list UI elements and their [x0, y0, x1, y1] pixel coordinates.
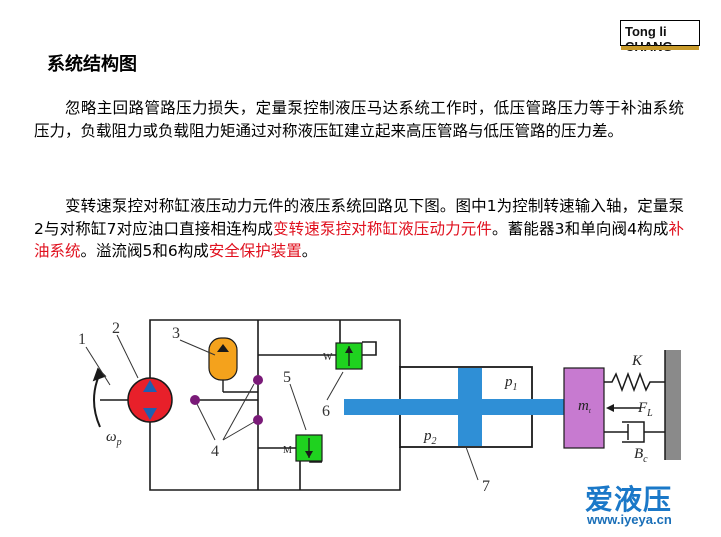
paragraph-1: 忽略主回路管路压力损失，定量泵控制液压马达系统工作时，低压管路压力等于补油系统压…	[34, 99, 684, 140]
valve-m-label: M	[283, 445, 292, 456]
label-6: 6	[322, 403, 330, 420]
damper-symbol	[604, 421, 665, 443]
paragraph-2: 变转速泵控对称缸液压动力元件的液压系统回路见下图。图中1为控制转速输入轴，定量泵…	[34, 195, 684, 263]
label-3: 3	[172, 325, 180, 342]
valve-w-label: W	[323, 352, 333, 363]
hydraulic-circuit-diagram: W M 1 2 3	[78, 319, 681, 495]
label-5: 5	[283, 369, 291, 386]
accumulator-symbol	[208, 337, 238, 392]
load-mass	[563, 367, 605, 449]
force-label: FL	[637, 400, 653, 419]
para2-text-2: 。蓄能器3和单向阀4构成	[492, 219, 669, 238]
spring-symbol	[604, 371, 665, 393]
label-2: 2	[112, 320, 120, 337]
p1-label: p1	[504, 374, 518, 393]
para2-highlight-power-element: 变转速泵控对称缸液压动力元件	[273, 219, 493, 238]
label-1: 1	[78, 331, 86, 348]
omega-label: ωp	[106, 429, 122, 448]
label-4: 4	[211, 443, 219, 460]
para2-text-3: 。溢流阀5和6构成	[80, 242, 209, 260]
input-shaft	[92, 367, 130, 428]
logo-underline	[621, 46, 699, 50]
relief-valve-6	[335, 342, 363, 370]
damper-label: Bc	[634, 446, 648, 465]
relief-valve-5	[295, 434, 323, 462]
para2-text-4: 。	[301, 242, 318, 260]
mass-label: mt	[578, 398, 592, 415]
p2-label: p2	[423, 428, 437, 447]
symmetric-cylinder	[344, 366, 564, 448]
fixed-wall	[664, 350, 681, 460]
page-title: 系统结构图	[47, 54, 137, 75]
label-7: 7	[482, 478, 490, 495]
para2-highlight-charge-system: 补油系统	[34, 219, 684, 261]
spring-label: K	[631, 353, 643, 369]
load-force-arrow	[606, 404, 640, 412]
para2-highlight-safety-device: 安全保护装置	[208, 242, 302, 260]
para2-text-1: 变转速泵控对称缸液压动力元件的液压系统回路见下图。图中1为控制转速输入轴，定量泵…	[34, 197, 684, 238]
leader-lines	[85, 334, 479, 481]
pump-symbol	[127, 377, 173, 423]
check-valves	[190, 375, 263, 425]
watermark-url: www.iyeya.cn	[587, 512, 672, 527]
brand-logo: Tong li CHANG	[620, 20, 700, 54]
watermark-brand: 爱液压	[585, 483, 673, 516]
